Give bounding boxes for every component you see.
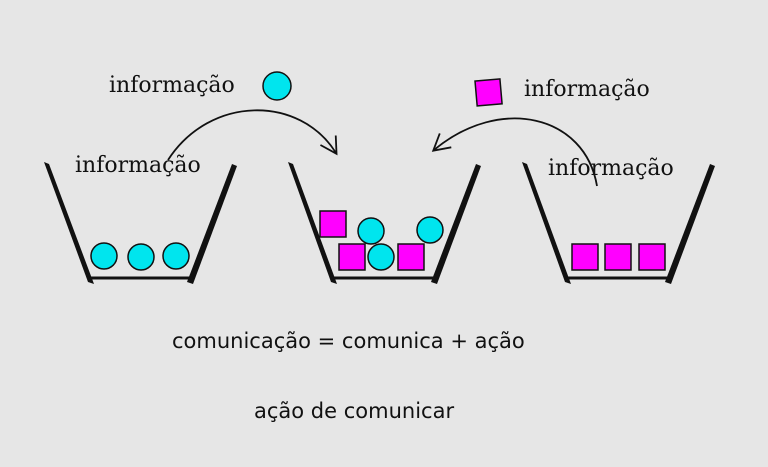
right-bin-contents [571,243,666,271]
info-square [319,210,347,238]
middle-bin-contents [319,210,444,271]
arrow-left-to-middle [167,109,338,161]
info-circle [90,242,118,270]
left-bin-contents [90,242,190,271]
right-bin [522,162,715,284]
flying-info-square [474,78,503,107]
info-square [397,243,425,271]
left-bin [44,162,237,284]
label-top-left: informação [109,73,235,98]
info-square [638,243,666,271]
info-square [571,243,599,271]
info-circle [357,217,385,245]
info-square [604,243,632,271]
definition-text: ação de comunicar [254,399,454,423]
flying-info-circle [262,71,292,101]
info-circle [127,243,155,271]
info-circle [367,243,395,271]
label-left-bin: informação [75,153,201,178]
label-right-bin: informação [548,156,674,181]
info-circle [416,216,444,244]
info-circle [162,242,190,270]
arrow-right-to-middle [431,117,598,187]
equation-text: comunicação = comunica + ação [172,329,525,353]
middle-bin [288,162,481,284]
info-square [338,243,366,271]
label-top-right: informação [524,77,650,102]
